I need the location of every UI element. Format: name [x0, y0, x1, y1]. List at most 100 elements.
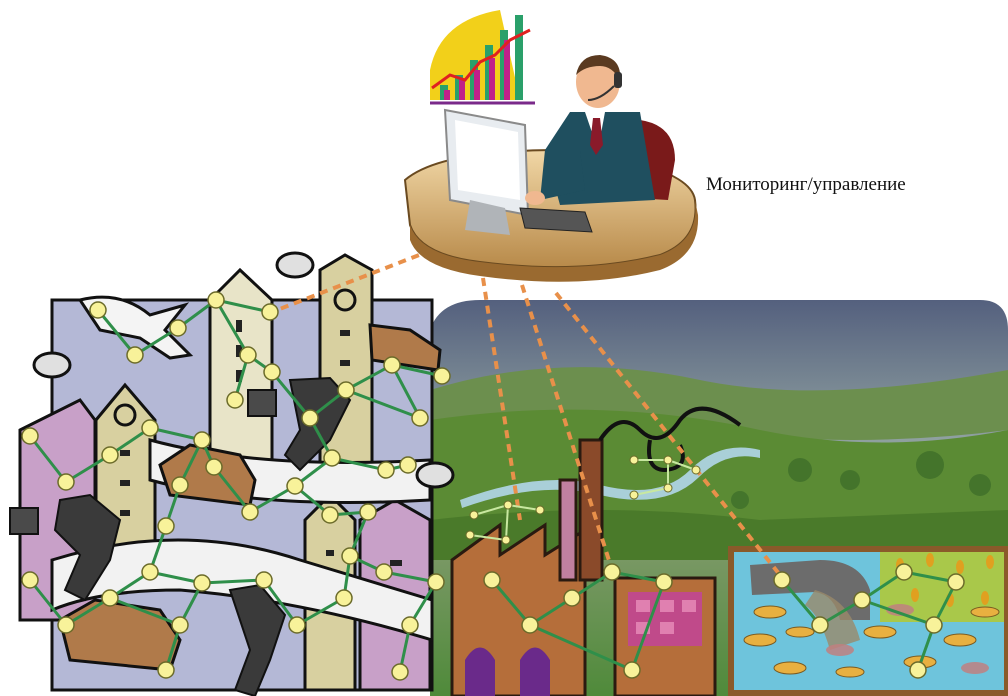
network-link-distant [667, 459, 697, 471]
sensor-node [341, 547, 359, 565]
network-link [109, 596, 181, 627]
network-link [214, 299, 250, 356]
sensor-node [171, 476, 189, 494]
network-link [96, 309, 137, 356]
sensor-node [157, 517, 175, 535]
sensor-node-distant [535, 505, 545, 515]
sensor-node [193, 431, 211, 449]
sensor-node [603, 563, 621, 581]
network-link [611, 570, 665, 584]
sensor-node [141, 563, 159, 581]
sensor-node [377, 461, 395, 479]
operator-workstation [403, 10, 699, 282]
sensor-node-distant [629, 490, 639, 500]
sensor-node [433, 367, 451, 385]
sensor-node [521, 616, 539, 634]
network-link [215, 298, 271, 314]
sensor-node [401, 616, 419, 634]
satellite-dish-icon [32, 251, 455, 489]
network-link [212, 466, 252, 513]
network-link-distant [507, 504, 541, 511]
sensor-node [925, 616, 943, 634]
sensor-node [157, 661, 175, 679]
network-link [345, 388, 421, 420]
sensor-node [321, 506, 339, 524]
keyboard [519, 207, 593, 233]
sensor-node [427, 573, 445, 591]
network-link-distant [633, 487, 669, 496]
network-link [149, 426, 203, 442]
sensor-node-distant [501, 535, 511, 545]
network-link-distant [473, 504, 509, 516]
monitoring-caption: Мониторинг/управление [706, 174, 906, 195]
network-link [296, 596, 345, 627]
network-link-distant [505, 504, 509, 541]
network-link [630, 581, 666, 671]
sensor-node-distant [629, 455, 639, 465]
river [460, 447, 760, 508]
sensor-node-distant [503, 500, 513, 510]
sensor-node [57, 616, 75, 634]
network-link [28, 435, 68, 483]
sensor-node [335, 589, 353, 607]
sensor-node [101, 589, 119, 607]
sensor-node [411, 409, 429, 427]
monitoring-links [271, 243, 782, 577]
sensor-node [773, 571, 791, 589]
network-link [331, 456, 387, 472]
sensor-node [263, 363, 281, 381]
operator-with-headset [525, 55, 655, 205]
sensor-node [141, 419, 159, 437]
network-link [149, 570, 203, 585]
sensor-node [169, 319, 187, 337]
sensor-node [359, 503, 377, 521]
sensor-node [241, 503, 259, 521]
computer-monitor [443, 108, 530, 235]
sensor-node [226, 391, 244, 409]
sensor-node [623, 661, 641, 679]
network-link [28, 579, 68, 626]
sensor-node [261, 303, 279, 321]
bar-chart-icon [430, 10, 535, 105]
sensor-node [301, 409, 319, 427]
network-link-distant [469, 534, 507, 541]
sensor-node-distant [691, 465, 701, 475]
sensor-node [21, 427, 39, 445]
sensor-node [483, 571, 501, 589]
network-link [270, 371, 312, 419]
sensor-network-nodes [21, 291, 965, 681]
sensor-node [337, 381, 355, 399]
network-link [490, 579, 532, 626]
sensor-node [375, 563, 393, 581]
network-link [383, 570, 437, 584]
sensor-node [89, 301, 107, 319]
sensor-node [947, 573, 965, 591]
sensor-node [207, 291, 225, 309]
sensor-node [288, 616, 306, 634]
sensor-node [239, 346, 257, 364]
sensor-node [563, 589, 581, 607]
network-link [262, 579, 299, 626]
sensor-node [895, 563, 913, 581]
sensor-node [323, 449, 341, 467]
network-link [780, 579, 822, 626]
network-link [861, 598, 935, 627]
sensor-node [399, 456, 417, 474]
sensor-node [383, 356, 401, 374]
sensor-node [101, 446, 119, 464]
sensor-node-distant [465, 530, 475, 540]
sensor-node [57, 473, 75, 491]
sensor-node [193, 574, 211, 592]
network-link [390, 364, 422, 419]
sensor-node-distant [663, 455, 673, 465]
sensor-node [171, 616, 189, 634]
sensor-node [391, 663, 409, 681]
airplane-icon [77, 295, 194, 360]
sensor-node [286, 477, 304, 495]
sensor-node [811, 616, 829, 634]
polluted-pond [728, 546, 1008, 696]
network-link [903, 570, 957, 584]
sensor-node [255, 571, 273, 589]
sensor-node [655, 573, 673, 591]
